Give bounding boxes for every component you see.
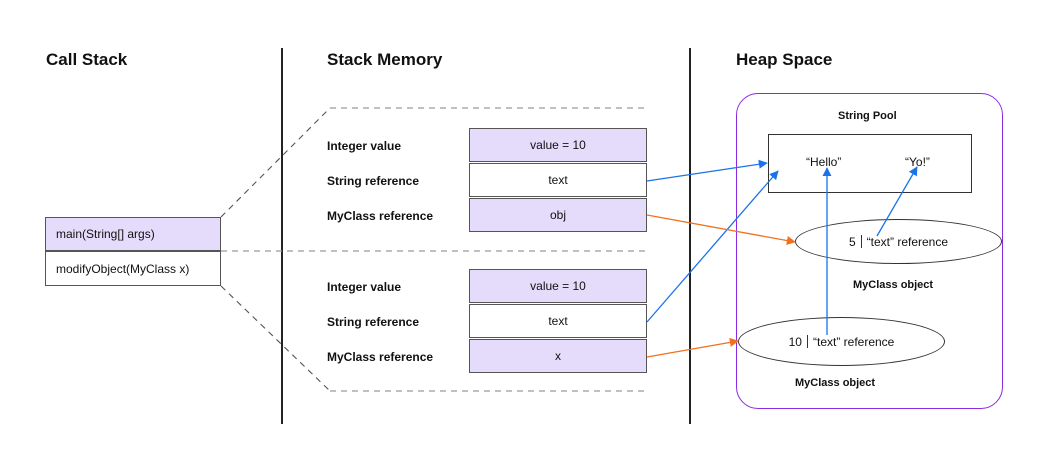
object1-field: “text” reference <box>866 234 949 249</box>
string-yo: “Yo!” <box>905 155 930 169</box>
call-stack-frame-main: main(String[] args) <box>45 217 221 251</box>
frame1-label-integer: Integer value <box>327 139 402 153</box>
frame1-label-myclass: MyClass reference <box>327 209 434 223</box>
frame1-text-to-pool-arrow <box>646 159 768 182</box>
heap-space-heading: Heap Space <box>736 50 833 69</box>
call-stack-heading: Call Stack <box>46 50 128 69</box>
frame2-text-to-pool-arrow <box>646 170 779 323</box>
call-stack-frame-modify-object: modifyObject(MyClass x) <box>45 251 221 286</box>
call-stack-to-frame2-connector <box>220 285 331 392</box>
x-reference-arrow <box>646 337 739 358</box>
object1-text-to-yo-arrow <box>876 166 918 237</box>
heap-space-container <box>736 93 1003 409</box>
field-separator <box>806 335 808 348</box>
myclass-object-2-label: MyClass object <box>795 377 876 389</box>
call-stack-to-frame1-connector <box>220 107 331 218</box>
frame1-cell-string: text <box>469 163 647 197</box>
stack-memory-heading: Stack Memory <box>327 50 443 69</box>
object1-value: 5 <box>848 234 856 249</box>
frame2-label-string: String reference <box>327 315 420 329</box>
obj-reference-arrow <box>646 214 796 246</box>
object2-value: 10 <box>788 334 802 349</box>
frame2-cell-string: text <box>469 304 647 338</box>
frame2-label-integer: Integer value <box>327 280 402 294</box>
object2-field: “text” reference <box>812 334 895 349</box>
string-pool-box <box>768 134 972 193</box>
frame2-cell-integer: value = 10 <box>469 269 647 303</box>
frame2-cell-myclass: x <box>469 339 647 373</box>
myclass-object-1-label: MyClass object <box>853 279 934 291</box>
frame1-cell-myclass: obj <box>469 198 647 232</box>
column-divider <box>689 48 691 424</box>
column-divider <box>281 48 283 424</box>
frame1-cell-integer: value = 10 <box>469 128 647 162</box>
frame2-label-myclass: MyClass reference <box>327 350 434 364</box>
field-separator <box>860 235 862 248</box>
string-pool-title: String Pool <box>838 110 897 122</box>
frame1-label-string: String reference <box>327 174 420 188</box>
myclass-object-1: 5 “text” reference <box>795 219 1002 264</box>
myclass-object-2: 10 “text” reference <box>738 317 945 366</box>
string-hello: “Hello” <box>806 155 842 169</box>
